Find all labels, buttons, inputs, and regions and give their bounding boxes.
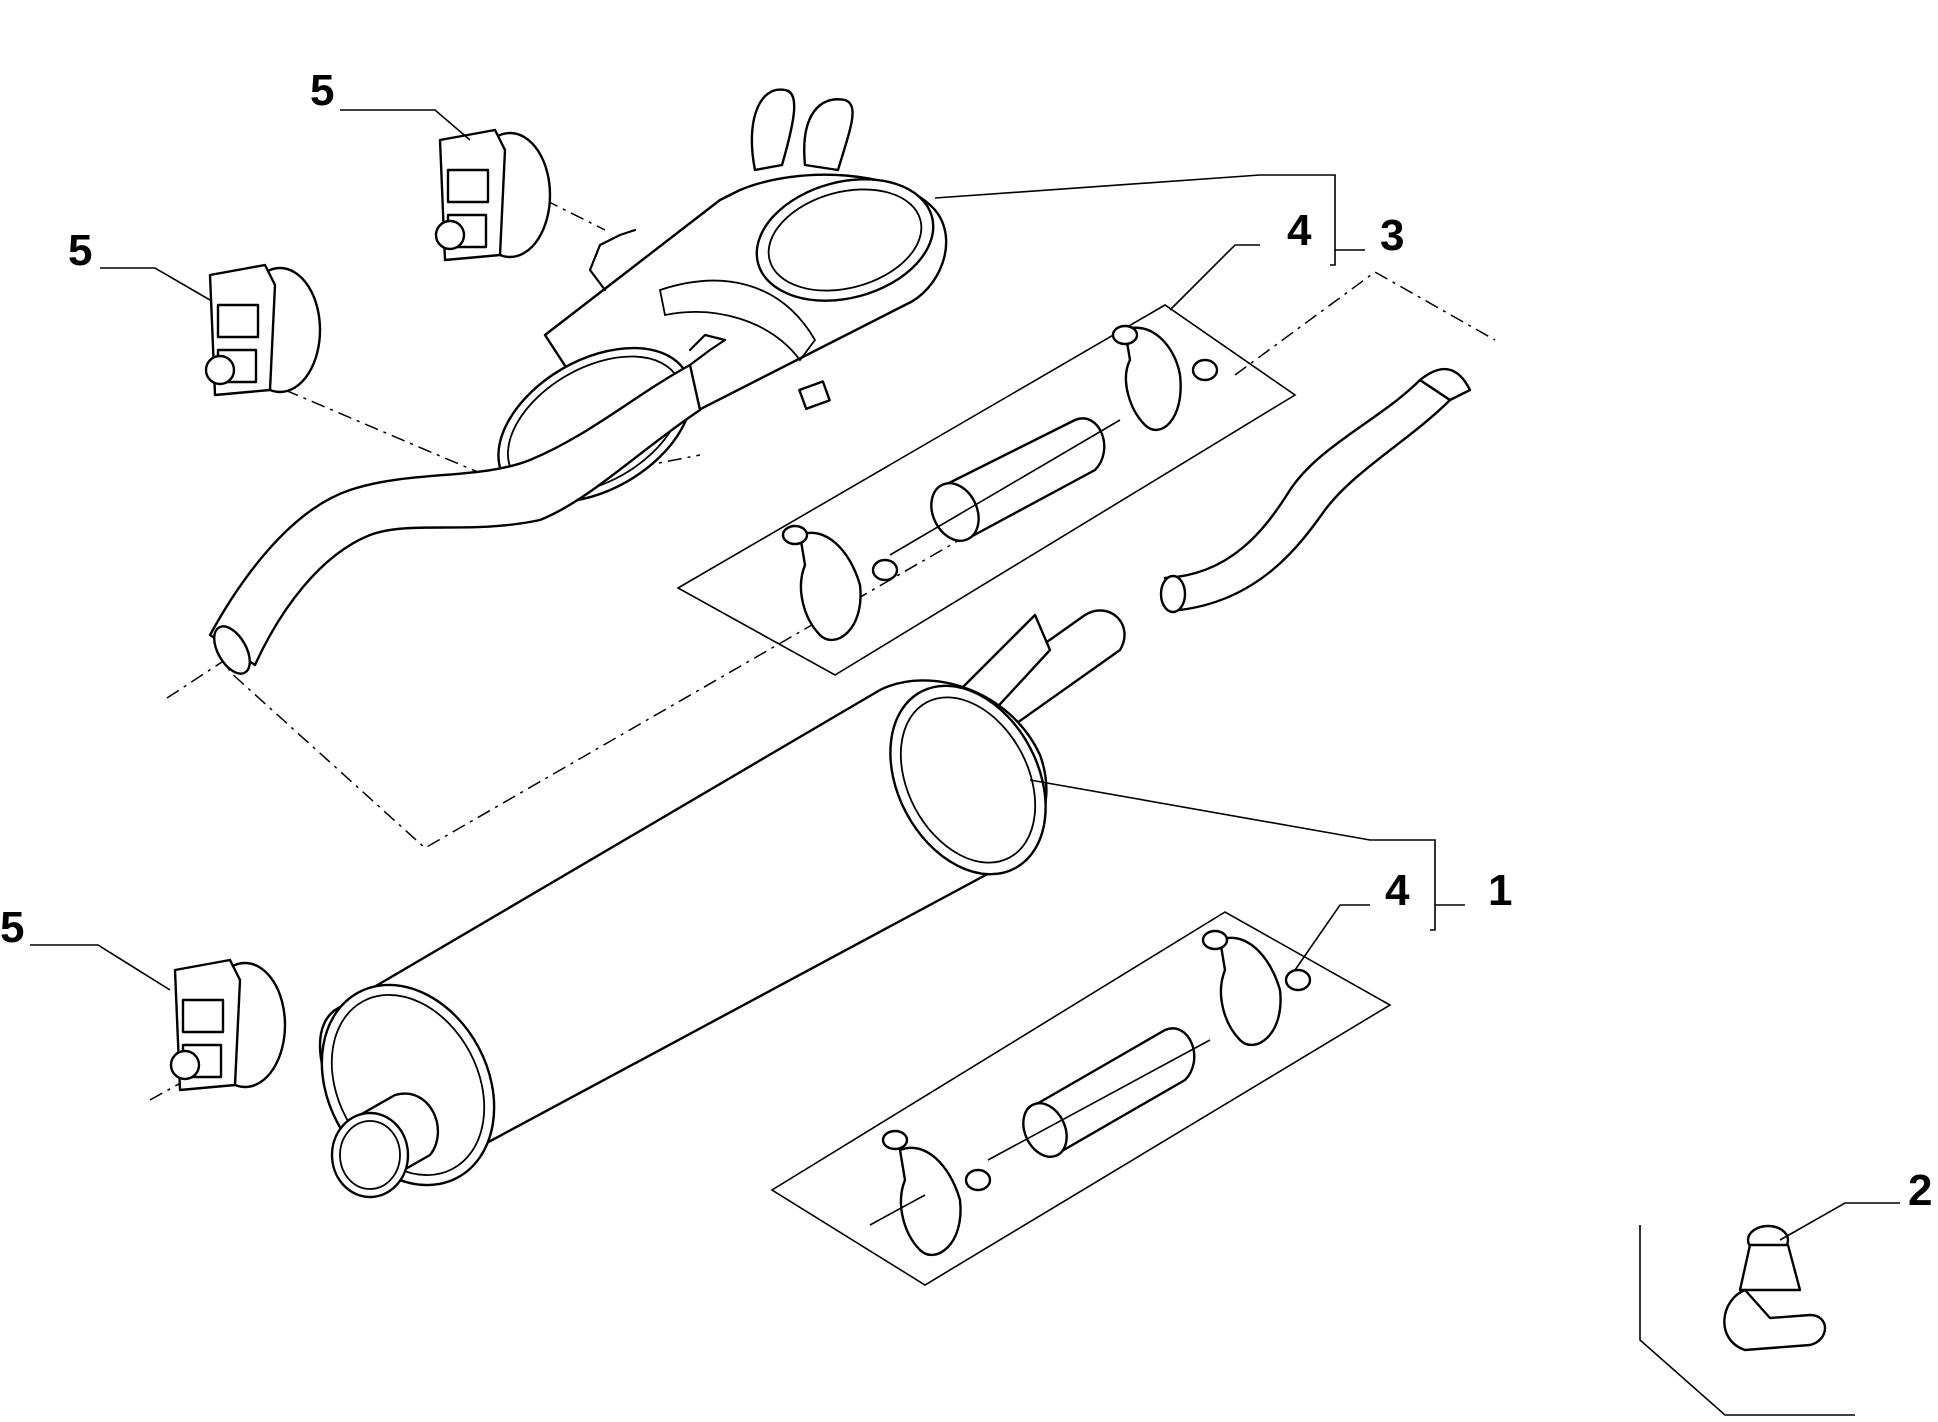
front-muffler — [318, 609, 1126, 1199]
callout-5-bottom: 5 — [0, 903, 24, 952]
callout-labels: 3 1 4 4 5 5 5 2 — [0, 66, 1932, 1215]
leader-lines — [30, 109, 1900, 1241]
callout-4-lower: 4 — [1385, 866, 1410, 915]
pipe-fitting-inset — [1639, 1224, 1855, 1416]
callout-3: 3 — [1380, 211, 1404, 260]
clamp-kit-upper — [676, 304, 1297, 676]
callout-5-top: 5 — [310, 66, 334, 115]
rubber-mount-top — [434, 128, 552, 262]
callout-5-left: 5 — [68, 226, 92, 275]
rear-muffler — [208, 88, 948, 675]
callout-4-upper: 4 — [1287, 206, 1312, 255]
callout-1: 1 — [1488, 866, 1512, 915]
intermediate-pipe — [1159, 368, 1472, 614]
rubber-mount-bottom — [169, 958, 287, 1092]
clamp-kit-lower — [770, 911, 1392, 1286]
rubber-mount-left — [204, 263, 322, 397]
callout-2: 2 — [1908, 1166, 1932, 1215]
